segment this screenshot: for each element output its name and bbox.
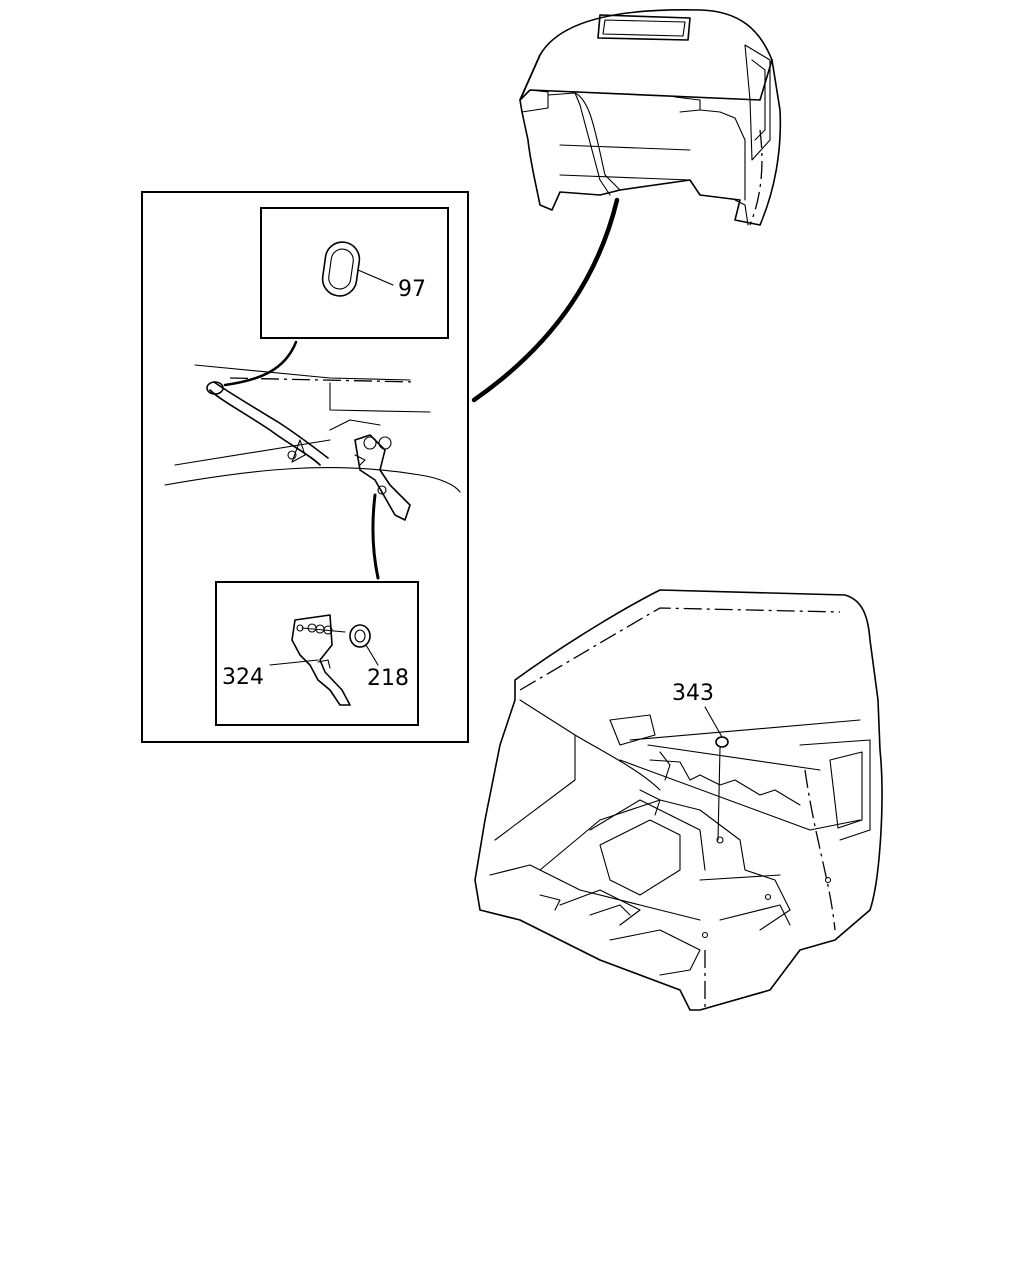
cab-upper-view [519, 8, 782, 226]
detail-panel [141, 191, 469, 743]
inset-grommet [260, 207, 449, 339]
leader-bracket [371, 493, 380, 580]
grommet-part-97 [321, 241, 394, 297]
callout-218: 218 [367, 666, 409, 691]
nut-part-218 [349, 624, 379, 666]
inset-bracket-nut [215, 581, 419, 726]
cab-floor-view [474, 589, 883, 1011]
cable-bracket-assembly [164, 364, 461, 521]
callout-343: 343 [672, 681, 714, 706]
leader-cab-to-detail [471, 197, 620, 403]
callout-324: 324 [222, 665, 264, 690]
plug-part-343 [704, 706, 729, 841]
callout-97: 97 [398, 277, 426, 302]
bracket-part-324 [269, 614, 351, 706]
